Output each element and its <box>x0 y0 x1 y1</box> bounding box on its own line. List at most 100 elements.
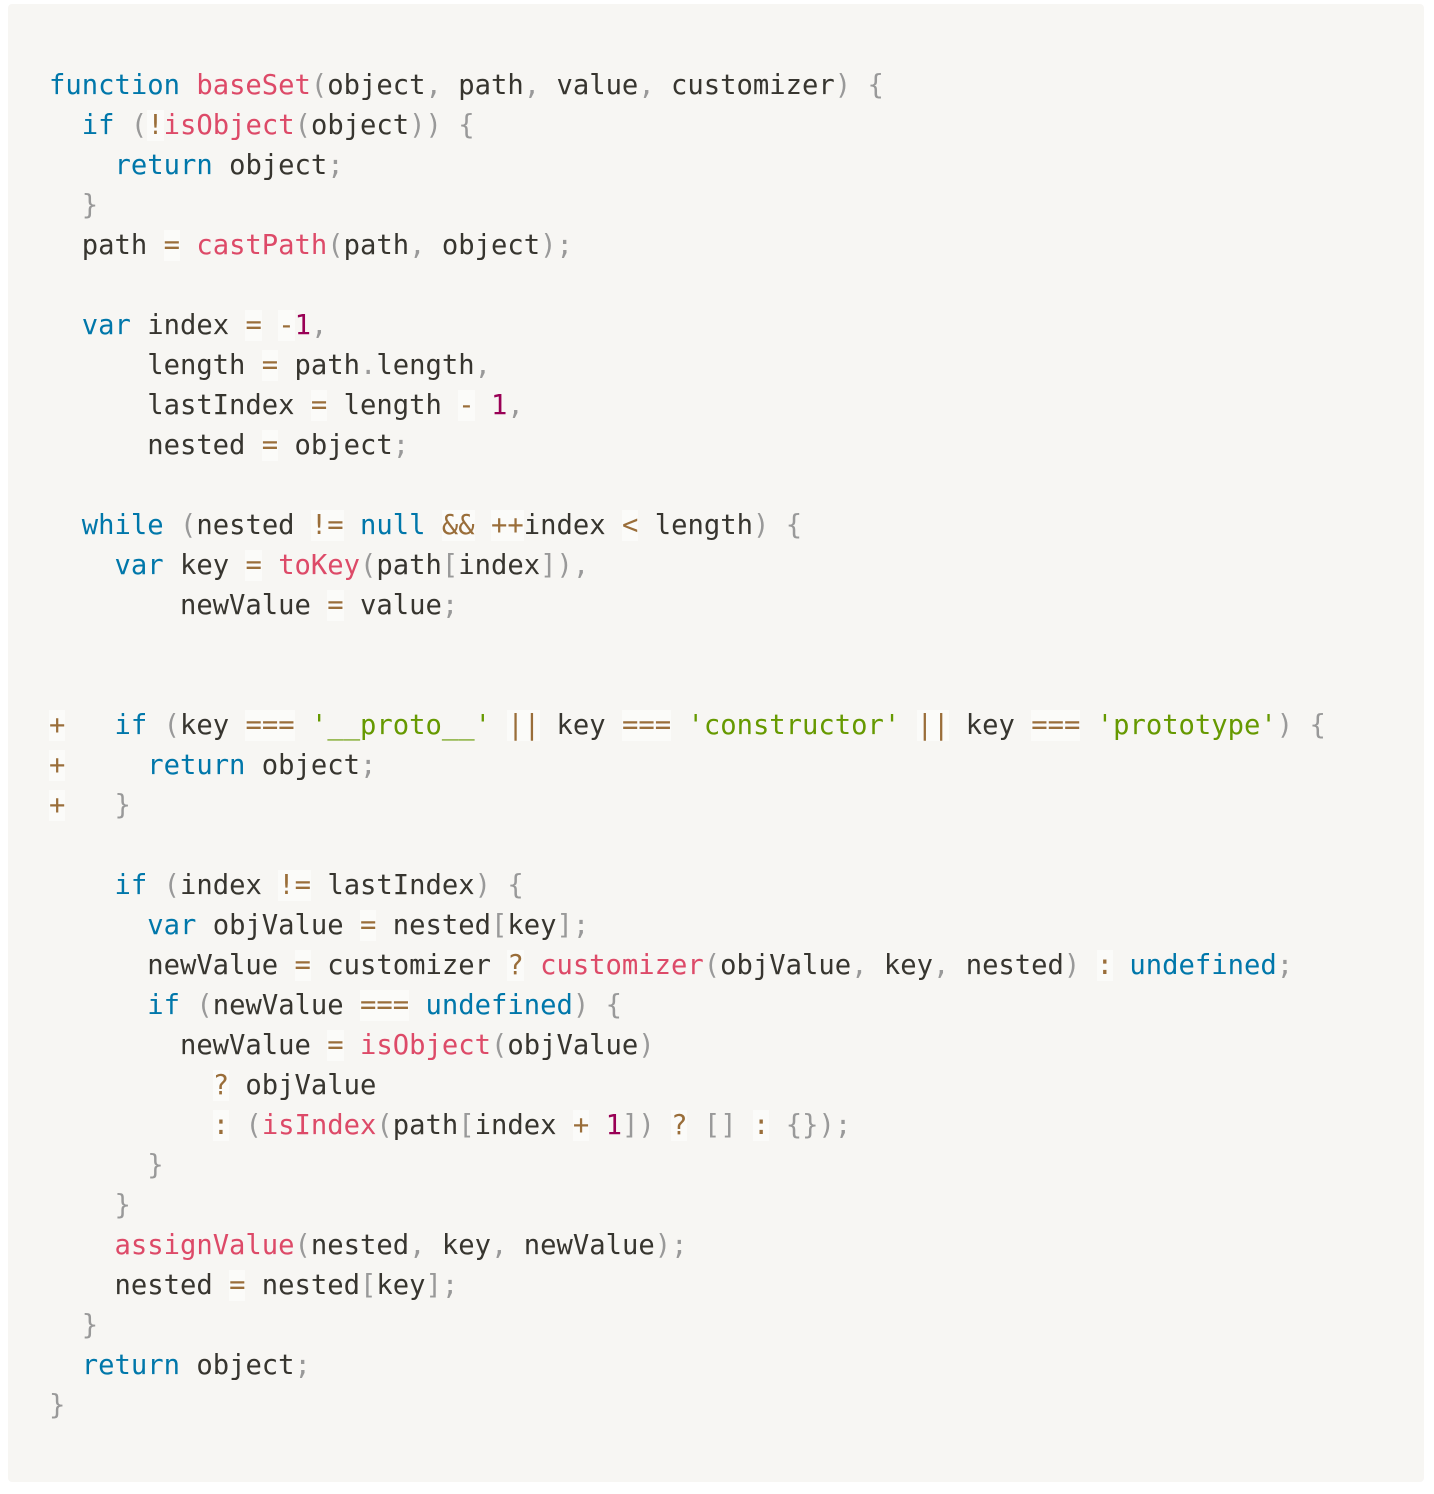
punctuation-token: , <box>507 390 524 421</box>
code-line: : (isIndex(path[index + 1]) ? [] : {}); <box>49 1106 1424 1146</box>
punctuation-token: { <box>785 510 803 541</box>
code-line: } <box>49 186 1424 226</box>
code-line: + if (key === '__proto__' || key === 'co… <box>49 706 1424 746</box>
punctuation-token: ]; <box>425 1270 459 1301</box>
punctuation-token: { <box>1309 710 1326 741</box>
identifier-token: key <box>425 1230 491 1261</box>
code-line: } <box>49 1386 1424 1426</box>
identifier-token <box>49 910 147 941</box>
identifier-token <box>1080 710 1096 741</box>
operator-token: : <box>752 1110 770 1141</box>
punctuation-token: ; <box>441 590 459 621</box>
punctuation-token: )) <box>409 110 442 141</box>
identifier-token <box>49 1110 213 1141</box>
punctuation-token: , <box>409 1230 426 1261</box>
operator-token: : <box>1096 950 1114 981</box>
punctuation-token: ]) <box>621 1110 655 1141</box>
identifier-token: objValue <box>229 1070 377 1101</box>
number-token: 1 <box>294 310 311 341</box>
keyword-token: if <box>114 870 148 901</box>
identifier-token <box>65 710 114 741</box>
identifier-token: index <box>130 310 246 341</box>
identifier-token <box>49 1230 114 1261</box>
identifier-token: objValue <box>196 910 361 941</box>
keyword-token: var <box>81 310 131 341</box>
keyword-token: var <box>114 550 164 581</box>
identifier-token <box>262 550 278 581</box>
operator-token: != <box>278 870 311 901</box>
identifier-token: object <box>327 70 426 101</box>
punctuation-token: ( <box>490 1030 508 1061</box>
code-line: } <box>49 1146 1424 1186</box>
identifier-token <box>49 1070 213 1101</box>
identifier-token <box>49 310 82 341</box>
code-line: } <box>49 1306 1424 1346</box>
punctuation-token: ) <box>752 510 770 541</box>
identifier-token <box>49 870 114 901</box>
code-line: var index = -1, <box>49 306 1424 346</box>
identifier-token: key <box>867 950 933 981</box>
identifier-token: nested <box>949 950 1064 981</box>
identifier-token: nested <box>376 910 491 941</box>
punctuation-token: ) <box>1063 950 1081 981</box>
identifier-token: path <box>392 1110 459 1141</box>
identifier-token <box>49 110 82 141</box>
operator-token: = <box>261 430 279 461</box>
punctuation-token: } <box>49 1390 66 1421</box>
punctuation-token: ( <box>360 550 377 581</box>
code-line: return object; <box>49 146 1424 186</box>
identifier-token <box>49 190 82 221</box>
operator-token: = <box>245 310 262 341</box>
identifier-token <box>475 390 491 421</box>
identifier-token <box>589 1110 605 1141</box>
operator-token: < <box>622 510 639 541</box>
identifier-token: key <box>507 910 557 941</box>
punctuation-token: ( <box>163 870 180 901</box>
operator-token: === <box>245 710 295 741</box>
keyword-token: undefined <box>425 990 573 1021</box>
identifier-token: newValue <box>49 1030 328 1061</box>
punctuation-token: , <box>491 1230 508 1261</box>
code-line: + return object; <box>49 746 1424 786</box>
punctuation-token: ( <box>163 710 180 741</box>
identifier-token: customizer <box>654 70 835 101</box>
operator-token: = <box>245 550 262 581</box>
identifier-token: path <box>49 230 164 261</box>
identifier-token: newValue <box>212 990 361 1021</box>
code-line: newValue = value; <box>49 586 1424 626</box>
identifier-token <box>1113 950 1129 981</box>
keyword-token: return <box>147 750 246 781</box>
operator-token: === <box>1031 710 1081 741</box>
code-line: + } <box>49 786 1424 826</box>
identifier-token: index <box>179 870 279 901</box>
operator-token: + <box>49 710 66 741</box>
punctuation-token: , <box>425 70 442 101</box>
identifier-token: customizer <box>310 950 508 981</box>
identifier-token: objValue <box>720 950 852 981</box>
identifier-token <box>49 1310 82 1341</box>
identifier-token: nested <box>49 1270 230 1301</box>
identifier-token <box>409 990 425 1021</box>
punctuation-token: ); <box>540 230 573 261</box>
keyword-token: return <box>81 1350 180 1381</box>
identifier-token <box>65 750 147 781</box>
identifier-token <box>49 550 114 581</box>
punctuation-token: , <box>523 70 541 101</box>
code-block: function baseSet(object, path, value, cu… <box>8 4 1424 1482</box>
identifier-token <box>49 990 147 1021</box>
code-line: lastIndex = length - 1, <box>49 386 1424 426</box>
punctuation-token: ]; <box>556 910 590 941</box>
function-name-token: baseSet <box>196 70 311 101</box>
identifier-token <box>49 1190 114 1221</box>
identifier-token: value <box>540 70 639 101</box>
punctuation-token: , <box>310 310 328 341</box>
identifier-token <box>180 230 196 261</box>
number-token: 1 <box>605 1110 622 1141</box>
identifier-token: key <box>376 1270 426 1301</box>
identifier-token <box>769 1110 785 1141</box>
identifier-token <box>442 110 458 141</box>
function-name-token: isObject <box>360 1030 491 1061</box>
code-line: var objValue = nested[key]; <box>49 906 1424 946</box>
code-line: if (index != lastIndex) { <box>49 866 1424 906</box>
identifier-token <box>900 710 916 741</box>
